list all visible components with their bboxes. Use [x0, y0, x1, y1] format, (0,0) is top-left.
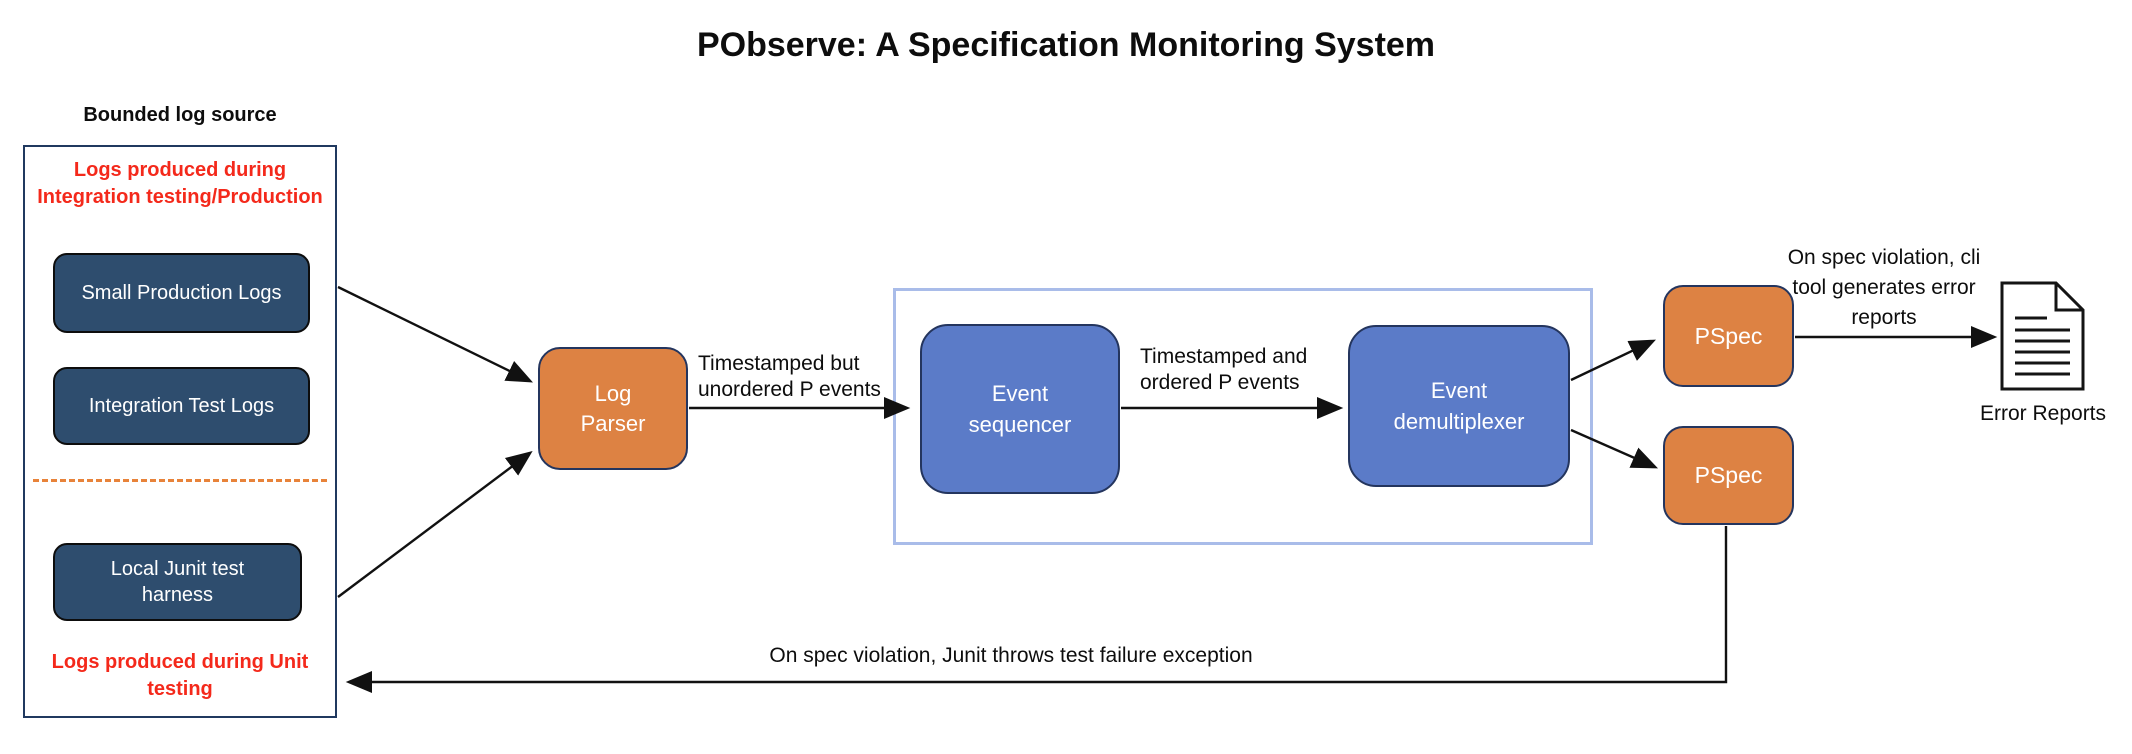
node-label: PSpec [1694, 462, 1763, 488]
cli-error-report-label: On spec violation, cli tool generates er… [1778, 243, 1990, 333]
note-line: Integration testing/Production [37, 186, 323, 208]
pspec-bottom-node: PSpec [1663, 426, 1794, 525]
edge-label-line: tool generates error [1792, 276, 1976, 299]
box-label: Local Junit test harness [111, 556, 244, 608]
box-label-line: harness [141, 584, 214, 606]
diagram-title: PObserve: A Specification Monitoring Sys… [696, 26, 1436, 64]
integration-test-logs-box: Integration Test Logs [53, 367, 310, 445]
log-parser-node: Log Parser [538, 347, 688, 470]
document-icon [2000, 281, 2085, 391]
log-source-heading: Bounded log source [83, 104, 277, 126]
node-label-line: Log [594, 380, 632, 406]
node-label-line: Parser [580, 410, 646, 436]
node-label-line: Event [1430, 378, 1488, 403]
pspec-top-node: PSpec [1663, 285, 1794, 387]
box-label: Integration Test Logs [88, 395, 275, 417]
arrow-junit-to-parser [337, 451, 533, 598]
arrow-production-logs-to-parser [337, 285, 533, 383]
parser-output-label: Timestamped but unordered P events [698, 351, 908, 403]
small-production-logs-box: Small Production Logs [53, 253, 310, 333]
document-fold [2054, 283, 2083, 312]
edge-label-line: Timestamped but [698, 352, 860, 375]
edge-label-line: Timestamped and [1140, 345, 1308, 368]
junit-feedback-label: On spec violation, Junit throws test fai… [769, 644, 1253, 667]
note-line: Logs produced during Unit [51, 651, 309, 673]
node-label: PSpec [1694, 322, 1763, 349]
node-label-line: demultiplexer [1393, 409, 1525, 434]
edge-label-line: reports [1851, 306, 1917, 329]
edge-label-line: ordered P events [1140, 371, 1300, 394]
error-reports-caption: Error Reports [1979, 402, 2107, 425]
event-sequencer-node: Event sequencer [920, 324, 1120, 494]
sequencer-output-label: Timestamped and ordered P events [1140, 344, 1350, 396]
integration-production-note: Logs produced during Integration testing… [28, 157, 332, 211]
box-label: Small Production Logs [81, 282, 282, 304]
node-label-line: sequencer [968, 412, 1072, 437]
dashed-divider [33, 479, 327, 482]
node-label-line: Event [991, 381, 1049, 406]
unit-testing-note: Logs produced during Unit testing [28, 649, 332, 703]
edge-label-line: unordered P events [698, 378, 881, 401]
event-demultiplexer-node: Event demultiplexer [1348, 325, 1570, 487]
local-junit-test-harness-box: Local Junit test harness [53, 543, 302, 621]
note-line: Logs produced during [73, 159, 287, 181]
document-page [2000, 281, 2085, 391]
box-label-line: Local Junit test [110, 558, 245, 580]
edge-label-line: On spec violation, cli [1787, 246, 1981, 269]
note-line: testing [147, 678, 213, 700]
